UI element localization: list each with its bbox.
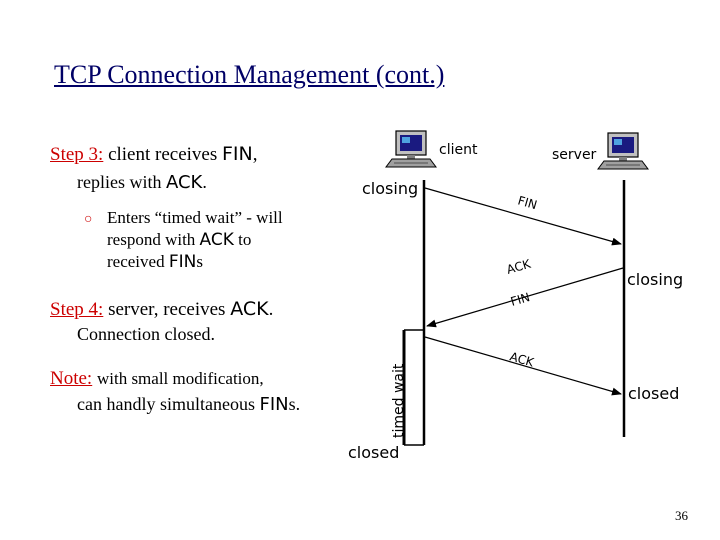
ack-arrow-2 (424, 336, 622, 396)
client-closed-label: closed (348, 443, 399, 462)
server-closing-label: closing (627, 270, 683, 289)
note-line2: can handly simultaneous FINs. (77, 394, 300, 415)
step4-line2: Connection closed. (77, 324, 215, 344)
timed-wait-label: timed wait (391, 363, 407, 438)
step4-line1-prefix: server, receives (108, 299, 231, 320)
message-label-ack-1: ACK (505, 256, 533, 276)
client-label: client (439, 142, 478, 158)
note-label: Note: (50, 368, 93, 389)
step3-line2-prefix: replies with (77, 172, 166, 192)
message-label-fin-1: FIN (516, 193, 539, 212)
bullet-icon: ○ (84, 212, 93, 227)
step3-line1: Step 3: client receives FIN, (50, 143, 258, 166)
step3-bullet-line3-prefix: received (107, 252, 169, 271)
note-fin: FIN (259, 394, 289, 415)
note-line2-prefix: can handly simultaneous (77, 394, 260, 414)
step3-bullet-ack: ACK (199, 230, 234, 250)
step4-label: Step 4: (50, 299, 104, 320)
message-label-fin-2: FIN (509, 290, 532, 309)
step3-bullet-line3-suffix: s (196, 252, 203, 271)
step4-line1: Step 4: server, receives ACK. (50, 298, 273, 321)
server-computer-icon (597, 132, 649, 170)
step3-bullet-fin: FIN (168, 252, 197, 272)
server-closed-label: closed (628, 384, 679, 403)
step3-bullet-line1: Enters “timed wait” - will (107, 208, 283, 227)
slide-number: 36 (675, 508, 688, 523)
step3-line1-prefix: client receives (108, 144, 222, 165)
step4-line1-suffix: . (268, 299, 274, 320)
step3-line2-suffix: . (202, 172, 207, 192)
step3-bullet: Enters “timed wait” - will respond with … (107, 207, 283, 273)
step3-ack: ACK (165, 172, 203, 193)
step3-line2: replies with ACK. (77, 172, 207, 193)
step3-label: Step 3: (50, 144, 104, 165)
slide-title: TCP Connection Management (cont.) (54, 60, 445, 89)
step3-bullet-line2: respond with ACK to (107, 229, 283, 251)
note-line2-suffix: s. (288, 394, 301, 414)
step4-ack: ACK (230, 298, 269, 320)
step3-fin: FIN (222, 143, 253, 165)
fin-arrow-1 (424, 187, 622, 246)
note-line1: Note: with small modification, (50, 368, 264, 390)
step3-bullet-line3: received FINs (107, 251, 283, 273)
client-computer-icon (385, 130, 437, 168)
server-label: server (552, 147, 597, 163)
message-label-ack-2: ACK (508, 349, 536, 369)
note-line1-text: with small modification, (96, 369, 264, 388)
fin-arrow-2 (426, 267, 624, 328)
step3-bullet-line2-suffix: to (233, 230, 252, 249)
step3-line1-suffix: , (252, 144, 258, 165)
client-closing-label: closing (362, 179, 418, 198)
step3-bullet-line2-prefix: respond with (107, 230, 200, 249)
